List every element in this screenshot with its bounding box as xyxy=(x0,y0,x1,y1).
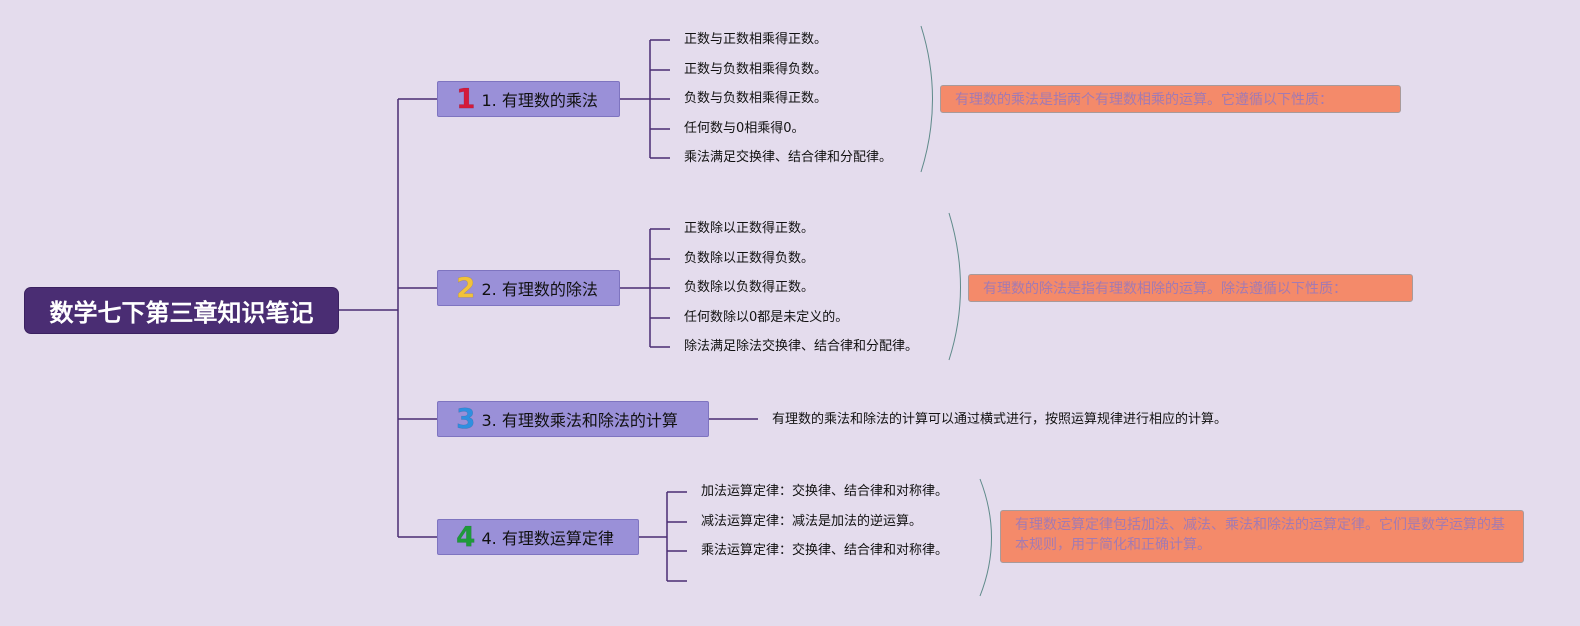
leaf-item[interactable]: 正数除以正数得正数。 xyxy=(684,221,815,236)
branch-label: 4. 有理数运算定律 xyxy=(481,529,614,548)
number-two-icon: 2 xyxy=(456,271,476,304)
summary-note[interactable]: 有理数的乘法是指两个有理数相乘的运算。它遵循以下性质： xyxy=(940,85,1401,113)
leaf-item[interactable]: 加法运算定律：交换律、结合律和对称律。 xyxy=(701,484,949,499)
number-four-icon: 4 xyxy=(456,520,476,553)
brace-2 xyxy=(948,212,961,361)
branch-label: 1. 有理数的乘法 xyxy=(481,91,598,110)
brace-1 xyxy=(920,25,933,173)
branch-division[interactable]: 2 2. 有理数的除法 xyxy=(437,270,620,306)
note-text: 有理数运算定律包括加法、减法、乘法和除法的运算定律。它们是数学运算的基本规则，用… xyxy=(1015,517,1505,553)
root-title: 数学七下第三章知识笔记 xyxy=(49,299,314,327)
leaf-item[interactable]: 负数与负数相乘得正数。 xyxy=(684,91,828,106)
note-text: 有理数的除法是指有理数相除的运算。除法遵循以下性质： xyxy=(983,281,1347,297)
number-one-icon: 1 xyxy=(456,82,476,115)
leaf-item[interactable]: 任何数与0相乘得0。 xyxy=(684,121,805,136)
note-text: 有理数的乘法是指两个有理数相乘的运算。它遵循以下性质： xyxy=(955,92,1333,108)
summary-note[interactable]: 有理数的除法是指有理数相除的运算。除法遵循以下性质： xyxy=(968,274,1413,302)
leaf-item[interactable]: 有理数的乘法和除法的计算可以通过横式进行，按照运算规律进行相应的计算。 xyxy=(772,412,1228,427)
leaf-item[interactable]: 正数与正数相乘得正数。 xyxy=(684,32,828,47)
leaf-item[interactable]: 负数除以正数得负数。 xyxy=(684,251,815,266)
leaf-item[interactable]: 除法满足除法交换律、结合律和分配律。 xyxy=(684,339,919,354)
branch-laws[interactable]: 4 4. 有理数运算定律 xyxy=(437,519,639,555)
root-topic[interactable]: 数学七下第三章知识笔记 xyxy=(25,288,338,333)
branch-multiplication[interactable]: 1 1. 有理数的乘法 xyxy=(437,81,620,117)
branch-calculation[interactable]: 3 3. 有理数乘法和除法的计算 xyxy=(437,401,709,437)
leaf-item[interactable]: 减法运算定律：减法是加法的逆运算。 xyxy=(701,514,923,529)
summary-note[interactable]: 有理数运算定律包括加法、减法、乘法和除法的运算定律。它们是数学运算的基本规则，用… xyxy=(1000,510,1524,563)
leaf-item[interactable]: 乘法运算定律：交换律、结合律和对称律。 xyxy=(701,543,949,558)
branch-label: 2. 有理数的除法 xyxy=(481,280,598,299)
leaf-item[interactable]: 乘法满足交换律、结合律和分配律。 xyxy=(684,150,893,165)
leaf-item[interactable]: 负数除以负数得正数。 xyxy=(684,280,815,295)
branch-label: 3. 有理数乘法和除法的计算 xyxy=(481,411,678,430)
brace-4 xyxy=(979,478,992,597)
leaf-item[interactable]: 正数与负数相乘得负数。 xyxy=(684,62,828,77)
leaf-item[interactable]: 任何数除以0都是未定义的。 xyxy=(684,310,849,325)
number-three-icon: 3 xyxy=(456,402,476,435)
